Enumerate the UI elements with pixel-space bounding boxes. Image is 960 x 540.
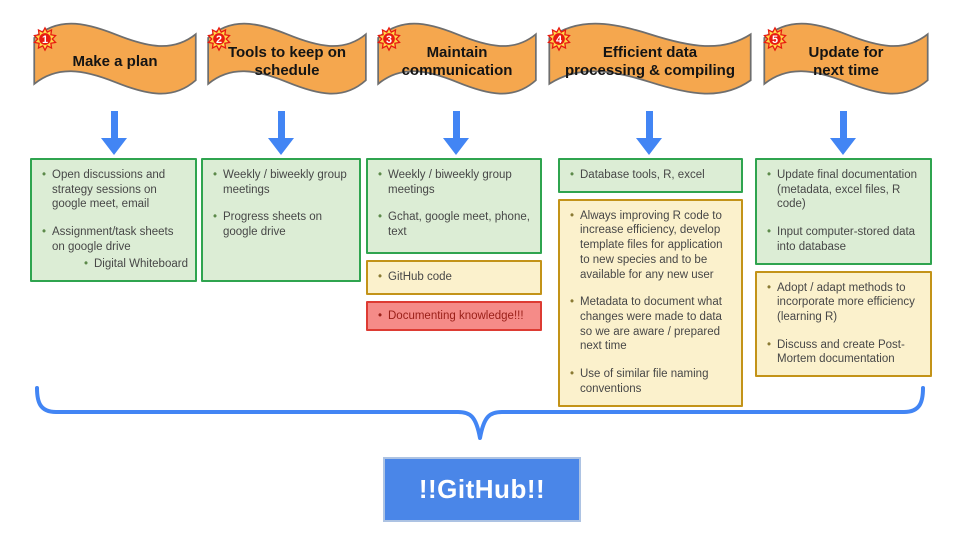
bullet-text: Input computer-stored data into database [777, 226, 916, 253]
bullet-item: • GitHub code [372, 270, 534, 285]
bullet-icon: • [569, 368, 575, 381]
down-arrow-icon [100, 111, 128, 155]
step-number: 1 [42, 34, 48, 46]
step-column-3: • Weekly / biweekly group meetings • Gchat,… [366, 158, 542, 337]
step-number-badge: 2 [207, 26, 231, 52]
curly-brace [35, 386, 925, 440]
bullet-icon: • [83, 257, 89, 270]
bullet-text: Adopt / adapt methods to incorporate mor… [777, 281, 915, 324]
green-note-box: • Weekly / biweekly group meetings • Progre… [201, 158, 361, 282]
bullet-text: Weekly / biweekly group meetings [388, 169, 512, 196]
bullet-item: • Digital Whiteboard [78, 257, 189, 272]
step-title: Make a plan [72, 53, 158, 71]
bullet-text: Assignment/task sheets on google drive [52, 226, 174, 253]
step-number: 2 [216, 34, 222, 46]
step-column-4: • Database tools, R, excel • Always improvi… [558, 158, 743, 413]
bullet-item: • Update final documentation (metadata, e… [761, 168, 924, 212]
bullet-item: • Weekly / biweekly group meetings [207, 168, 353, 197]
bullet-text: Database tools, R, excel [580, 169, 705, 181]
bullet-icon: • [377, 211, 383, 224]
step-number: 5 [772, 34, 778, 46]
step-title: Tools to keep on schedule [227, 44, 347, 79]
wave-ribbon-shape [544, 14, 756, 106]
bullet-icon: • [569, 296, 575, 309]
green-note-box: • Update final documentation (metadata, e… [755, 158, 932, 265]
green-note-box: • Database tools, R, excel [558, 158, 743, 193]
step-number-badge: 5 [763, 26, 787, 52]
bullet-item: • Metadata to document what changes were … [564, 295, 735, 354]
step-title: Update for next time [808, 44, 884, 79]
bullet-icon: • [377, 271, 383, 283]
bullet-item: • Always improving R code to increase eff… [564, 209, 735, 283]
red-note-box: • Documenting knowledge!!! [366, 300, 542, 332]
bullet-icon: • [377, 309, 383, 322]
github-box: !!GitHub!! [383, 457, 581, 522]
yellow-note-box: • GitHub code [366, 260, 542, 295]
step-number: 3 [386, 34, 392, 46]
bullet-item: • Assignment/task sheets on google drive [36, 225, 189, 254]
bullet-text: Discuss and create Post-Mortem documenta… [777, 338, 905, 366]
yellow-note-box: • Always improving R code to increase eff… [558, 198, 743, 407]
bullet-item: • Gchat, google meet, phone, text [372, 210, 534, 239]
bullet-text: Open discussions and strategy sessions o… [52, 169, 166, 211]
bullet-icon: • [569, 169, 575, 181]
bullet-item: • Adopt / adapt methods to incorporate mo… [761, 281, 924, 325]
wave-ribbon-shape [30, 14, 200, 106]
bullet-item: • Open discussions and strategy sessions … [36, 168, 189, 212]
bullet-item: • Weekly / biweekly group meetings [372, 168, 534, 197]
down-arrow-icon [829, 111, 857, 155]
bullet-icon: • [212, 211, 218, 224]
step-number-badge: 1 [33, 26, 57, 52]
bullet-icon: • [569, 209, 575, 222]
bullet-text: Weekly / biweekly group meetings [223, 169, 347, 196]
bullet-icon: • [41, 226, 47, 239]
bullet-item: • Database tools, R, excel [564, 168, 735, 183]
bullet-item: • Use of similar file naming conventions [564, 367, 735, 396]
step-number-badge: 4 [547, 26, 571, 52]
down-arrow-icon [442, 111, 470, 155]
green-note-box: • Weekly / biweekly group meetings • Gchat,… [366, 158, 542, 254]
bullet-text: Digital Whiteboard [94, 257, 188, 270]
bullet-text: Gchat, google meet, phone, text [388, 211, 530, 239]
bullet-item: • Progress sheets on google drive [207, 210, 353, 239]
bullet-text: Use of similar file naming conventions [580, 368, 709, 395]
down-arrow-icon [267, 111, 295, 155]
step-column-5: • Update final documentation (metadata, e… [755, 158, 932, 383]
wave-ribbon-shape [760, 14, 932, 106]
step-title: Maintain communication [401, 44, 513, 79]
step-number-badge: 3 [377, 26, 401, 52]
bullet-text: GitHub code [388, 271, 452, 283]
bullet-item: • Input computer-stored data into databas… [761, 225, 924, 254]
bullet-icon: • [766, 226, 772, 239]
bullet-text: Documenting knowledge!!! [388, 309, 524, 322]
step-title: Efficient data processing & compiling [564, 44, 736, 79]
bullet-text: Metadata to document what changes were m… [580, 296, 722, 353]
bullet-icon: • [766, 281, 772, 294]
bullet-item: • Documenting knowledge!!! [372, 309, 534, 324]
github-label: !!GitHub!! [418, 474, 546, 504]
green-note-box: • Open discussions and strategy sessions … [30, 158, 197, 282]
bullet-icon: • [766, 169, 772, 181]
wave-ribbon-shape [374, 14, 540, 106]
down-arrow-icon [635, 111, 663, 155]
yellow-note-box: • Adopt / adapt methods to incorporate mo… [755, 270, 932, 378]
bullet-text: Update final documentation (metadata, ex… [777, 169, 918, 211]
bullet-icon: • [377, 169, 383, 181]
bullet-item: • Discuss and create Post-Mortem document… [761, 338, 924, 367]
bullet-icon: • [212, 169, 218, 181]
step-number: 4 [556, 34, 562, 46]
bullet-icon: • [766, 338, 772, 351]
step-column-2: • Weekly / biweekly group meetings • Progre… [201, 158, 361, 288]
bullet-text: Progress sheets on google drive [223, 211, 323, 239]
bullet-text: Always improving R code to increase effi… [580, 209, 723, 281]
bullet-icon: • [41, 169, 47, 181]
wave-ribbon-shape [204, 14, 370, 106]
step-column-1: • Open discussions and strategy sessions … [30, 158, 197, 288]
